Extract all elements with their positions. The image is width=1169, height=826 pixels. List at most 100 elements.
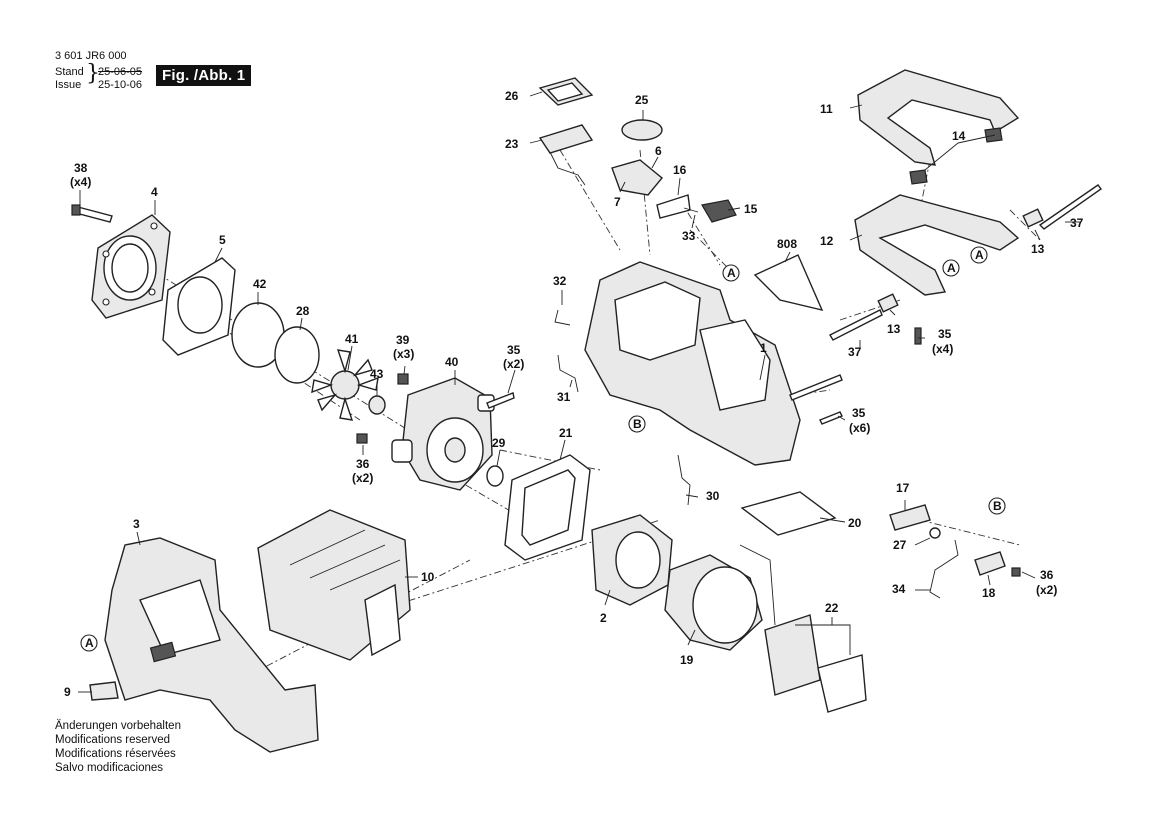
part-18-block [974,551,1006,576]
part-35-screw [914,327,922,345]
callout-7: 7 [614,195,621,209]
svg-text:A: A [975,248,984,262]
part-35-screw [486,392,515,409]
issue-label: Issue [55,79,82,91]
callout-10: 10 [421,570,435,584]
part-13-nut [1022,208,1044,228]
svg-text:A: A [947,261,956,275]
qty-35: (x2) [503,357,524,371]
part-2-stator [591,514,673,606]
leader-lines [78,91,1080,693]
part-38-screw [71,204,113,223]
callout-33: 33 [682,229,696,243]
part-31-clip [557,354,579,393]
figure-label: Fig. /Abb. 1 [156,65,252,86]
part-9-label [89,681,119,701]
part-22-electronics [739,544,867,713]
part-37-screw [1038,184,1102,230]
callout-11: 11 [820,102,833,116]
callout-17: 17 [896,481,910,495]
part-29-washer [486,465,504,487]
callout-36: 36 [356,457,370,471]
part-13-nut [877,293,899,313]
part-35-screw [789,374,843,401]
svg-text:A: A [85,636,94,650]
part-number: 3 601 JR6 000 [55,50,127,62]
note-line: Modifications reserved [55,734,171,746]
reference-markers: A A A A B B [80,246,1006,652]
callout-20: 20 [848,516,862,530]
ref-marker-a: A [80,634,98,652]
part-12-handle [854,194,1020,296]
callout-29: 29 [492,436,506,450]
part-32-clip [554,309,571,326]
part-17-block [889,504,931,531]
callout-41: 41 [345,332,359,346]
part-33-spring [683,207,699,213]
part-4-flange-plate [91,214,171,319]
part-34-wire [929,539,959,599]
callout-39: 39 [396,333,410,347]
callout-27: 27 [893,538,907,552]
part-20-sheet [740,491,837,536]
part-21-frame [504,454,591,561]
part-19-motor [664,554,763,651]
callout-35: 35 [507,343,521,357]
part-15-switch-knob [701,199,737,223]
callout-38: 38 [74,161,88,175]
callout-23: 23 [505,137,519,151]
part-808-sheet [753,254,824,312]
callout-43: 43 [370,367,384,381]
callout-37: 37 [1070,216,1084,230]
part-5-gasket-plate [162,257,236,356]
callout-16: 16 [673,163,687,177]
part-6-switch [611,159,663,196]
part-40-pump-housing [391,377,495,491]
callout-37: 37 [848,345,862,359]
note-line: Änderungen vorbehalten [55,720,181,732]
callout-34: 34 [892,582,906,596]
callout-42: 42 [253,277,267,291]
callout-30: 30 [706,489,720,503]
qty-35: (x6) [849,421,870,435]
callout-3: 3 [133,517,140,531]
callout-4: 4 [151,185,158,199]
callout-21: 21 [559,426,573,440]
part-37-screw [829,309,883,341]
part-35-screw [819,411,843,425]
callout-2: 2 [600,611,607,625]
callout-14: 14 [952,129,966,143]
part-26-window [538,77,594,106]
callout-13: 13 [1031,242,1045,256]
callout-5: 5 [219,233,226,247]
callout-1: 1 [760,341,767,355]
callout-6: 6 [655,144,662,158]
callout-22: 22 [825,601,839,615]
callout-28: 28 [296,304,310,318]
part-11-handle [857,69,1020,166]
callout-31: 31 [557,390,571,404]
callout-18: 18 [982,586,996,600]
part-1-main-housing [584,261,801,466]
brace-symbol: } [86,61,100,86]
note-line: Modifications réservées [55,748,176,760]
qty-36: (x2) [1036,583,1057,597]
callout-25: 25 [635,93,649,107]
part-28-o-ring [274,326,320,384]
ref-marker-a: A [722,264,740,282]
issue-date: 25-10-06 [98,79,143,91]
callout-36: 36 [1040,568,1054,582]
callout-35: 35 [852,406,866,420]
ref-marker-b: B [988,497,1006,515]
qty-36: (x2) [352,471,373,485]
callout-808: 808 [777,237,797,251]
part-39-screw [397,373,409,385]
ref-marker-b: B [628,415,646,433]
qty-39: (x3) [393,347,414,361]
callout-35: 35 [938,327,952,341]
part-36-screw [356,433,368,444]
part-10-cover [257,509,411,661]
part-43-nut [368,395,386,415]
callout-labels: 38 (x4) 4 5 42 28 41 43 39 (x3) 40 35 (x… [64,89,1084,699]
